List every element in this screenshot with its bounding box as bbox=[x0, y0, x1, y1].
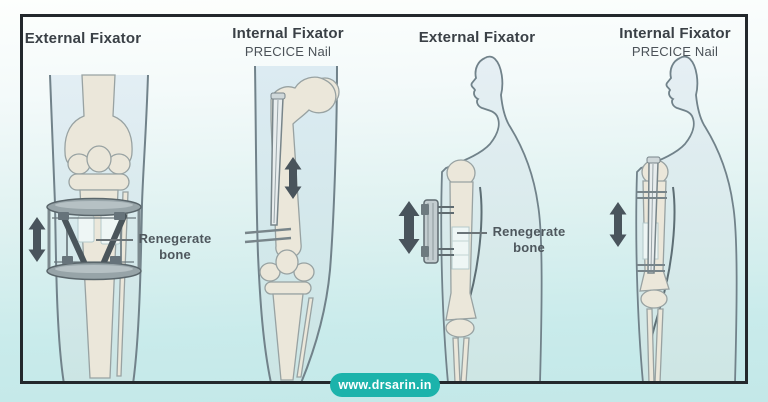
arm-external-fixator-illustration bbox=[398, 55, 543, 383]
lengthening-arrow-icon bbox=[28, 217, 46, 262]
arm-internal-fixator-illustration bbox=[609, 55, 738, 383]
label-pointer-line bbox=[457, 232, 487, 234]
regenerate-bone-label-arm: Renegerate bone bbox=[492, 224, 566, 255]
precice-nail-device bbox=[637, 156, 667, 274]
ring-fixator-device bbox=[46, 197, 142, 281]
panel-title-arm-internal: Internal Fixator PRECICE Nail bbox=[605, 25, 745, 59]
precice-nail-device bbox=[244, 92, 292, 244]
title-text: Internal Fixator bbox=[232, 25, 344, 42]
rail-fixator-device bbox=[421, 199, 454, 264]
title-text: Internal Fixator bbox=[619, 25, 731, 42]
leg-internal-fixator-illustration bbox=[244, 65, 340, 383]
subtitle-text: PRECICE Nail bbox=[244, 43, 332, 59]
label-pointer-line bbox=[96, 239, 133, 241]
lengthening-arrow-icon bbox=[398, 201, 420, 254]
lengthening-arrow-icon bbox=[284, 157, 302, 199]
lengthening-arrow-icon bbox=[609, 202, 627, 247]
regenerate-bone-label-leg: Renegerate bone bbox=[138, 231, 212, 262]
website-badge[interactable]: www.drsarin.in bbox=[330, 373, 440, 397]
panel-title-arm-external: External Fixator bbox=[418, 29, 536, 46]
leg-bones bbox=[259, 76, 340, 381]
panel-title-leg-internal: Internal Fixator PRECICE Nail bbox=[218, 25, 358, 59]
leg-external-fixator-illustration bbox=[28, 74, 149, 384]
subtitle-text: PRECICE Nail bbox=[631, 43, 719, 59]
panel-title-leg-external: External Fixator bbox=[24, 30, 142, 47]
